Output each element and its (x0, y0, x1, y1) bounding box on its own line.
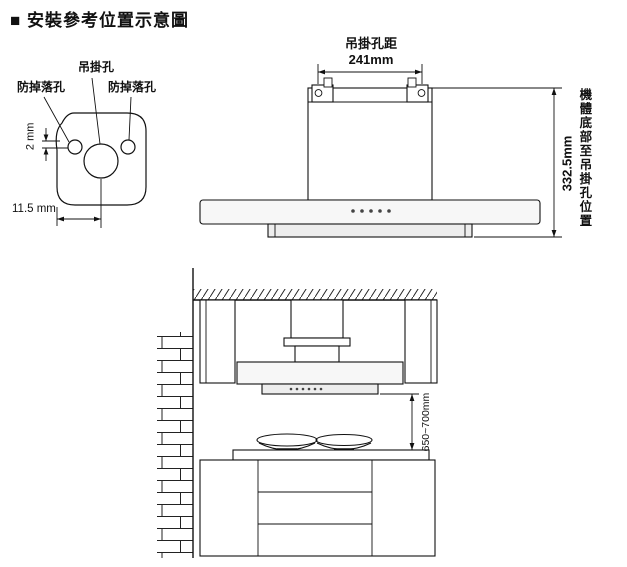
hole-distance-label: 吊掛孔距 (344, 36, 397, 51)
side-hood-body (236, 361, 404, 385)
height-dim-label: 機體底部至吊掛孔位置 (577, 88, 592, 228)
hanging-hole-circle (83, 143, 119, 179)
arrowheads-side (409, 394, 415, 450)
dim-2mm-lines (42, 128, 68, 161)
screw-icon (417, 89, 426, 97)
anti-drop-right-label: 防掉落孔 (108, 80, 157, 94)
arrowheads-detail (43, 134, 101, 222)
ceiling-hatch (193, 289, 437, 300)
install-height-label: 650~700mm (419, 392, 432, 452)
dim-241-lines (317, 64, 423, 84)
dim-11-5-label: 11.5 mm (12, 203, 56, 215)
dim-11-5-lines (56, 207, 101, 226)
hanging-bracket-left (311, 77, 334, 103)
anti-drop-hole-left (67, 139, 83, 155)
side-control-dots (289, 387, 323, 391)
cooktop (232, 449, 430, 461)
band-end-lines (274, 224, 466, 237)
wall-bricks (157, 332, 193, 558)
hole-distance-value: 241mm (348, 52, 394, 67)
wok-left (256, 433, 318, 451)
dim-2mm-label: 2 mm (24, 122, 37, 151)
hanging-hole-label: 吊掛孔 (77, 60, 114, 74)
upper-cabinet-left (199, 299, 236, 384)
hood-bottom-band (267, 223, 473, 238)
base-cabinet (199, 459, 436, 557)
anti-drop-hole-right (120, 139, 136, 155)
side-chimney (290, 299, 344, 339)
page-title: ■ 安裝參考位置示意圖 (10, 11, 189, 30)
side-chimney-neck (294, 345, 340, 363)
mounting-plate-outline (55, 112, 147, 206)
screw-icon (314, 89, 323, 97)
dim-650-lines (380, 393, 419, 450)
hanging-bracket-right (406, 77, 429, 103)
height-dim-value: 332.5mm (559, 135, 575, 192)
side-view-drawing (157, 268, 438, 558)
base-cabinet-divisions (257, 460, 373, 556)
arrowheads-front (318, 69, 557, 237)
wok-right (315, 433, 373, 451)
chimney (307, 87, 433, 201)
control-buttons (351, 209, 391, 213)
dim-332-lines (432, 87, 562, 238)
leader-lines (43, 77, 132, 145)
anti-drop-left-label: 防掉落孔 (17, 80, 66, 94)
upper-cabinet-right (404, 299, 438, 384)
front-view-drawing (199, 64, 562, 238)
hole-detail-drawing (42, 77, 147, 228)
side-chimney-collar (283, 337, 351, 347)
